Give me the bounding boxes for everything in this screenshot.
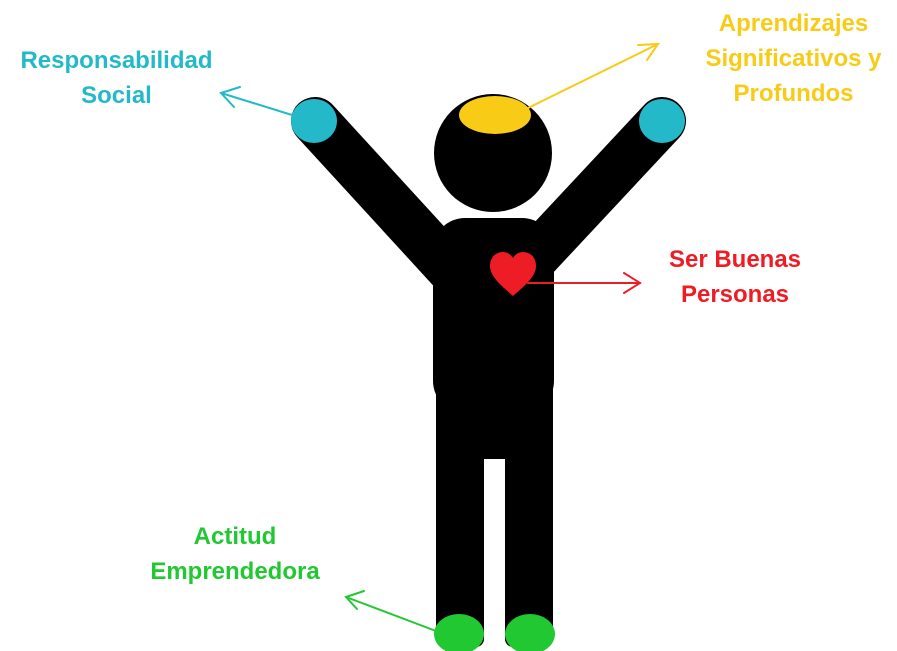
left-foot bbox=[434, 614, 484, 651]
label-line: Social bbox=[81, 82, 152, 109]
arrow-aprendizajes bbox=[527, 42, 660, 109]
label-line: Aprendizajes bbox=[718, 10, 869, 37]
left-hand bbox=[291, 99, 337, 143]
label-line: Personas bbox=[680, 281, 790, 308]
label-line: Ser Buenas bbox=[668, 246, 802, 273]
label-ser-buenas-personas: Ser Buenas Personas bbox=[650, 242, 820, 312]
label-line: Emprendedora bbox=[150, 558, 320, 585]
arrow-actitud bbox=[344, 590, 437, 632]
label-line: Actitud bbox=[193, 523, 277, 550]
label-line: Responsabilidad bbox=[20, 47, 213, 74]
head-spot bbox=[459, 96, 531, 134]
heart-icon bbox=[490, 252, 536, 296]
crotch bbox=[436, 385, 553, 459]
torso bbox=[433, 218, 554, 413]
label-actitud-emprendedora: Actitud Emprendedora bbox=[125, 519, 345, 589]
label-responsabilidad-social: Responsabilidad Social bbox=[0, 43, 233, 113]
right-foot bbox=[505, 614, 555, 651]
label-line: Profundos bbox=[733, 80, 854, 107]
label-line: Significativos y bbox=[705, 45, 882, 72]
label-aprendizajes: Aprendizajes Significativos y Profundos bbox=[690, 6, 897, 111]
arrow-ser-buenas bbox=[527, 272, 642, 294]
arrow-responsabilidad bbox=[219, 86, 293, 116]
right-hand bbox=[639, 99, 685, 143]
